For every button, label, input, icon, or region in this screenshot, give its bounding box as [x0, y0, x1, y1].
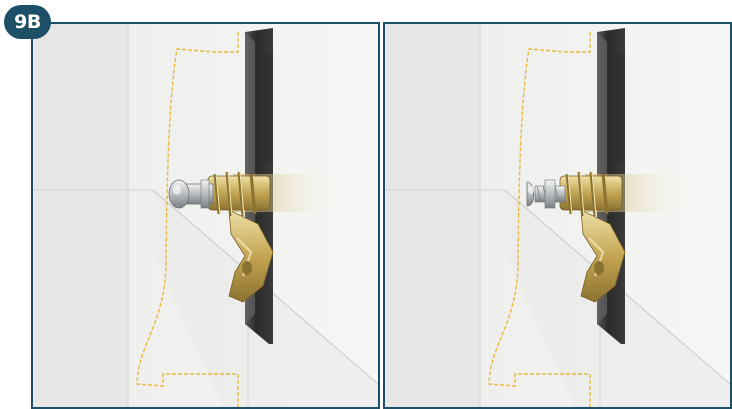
screw-flush	[168, 179, 214, 209]
step-badge: 9B	[4, 5, 51, 39]
anchor-spring	[559, 171, 695, 217]
illustration-panel-right	[383, 22, 732, 409]
bracket-clip	[228, 209, 274, 303]
dashed-outline	[488, 32, 591, 407]
bracket-clip	[580, 209, 626, 303]
anchor-spring	[207, 171, 343, 217]
wall-background	[33, 24, 378, 407]
panel-left-illustration	[33, 24, 378, 407]
illustration-panel-left	[31, 22, 380, 409]
dashed-outline	[136, 32, 239, 407]
screw-extended	[526, 179, 566, 209]
panel-right-illustration	[385, 24, 730, 407]
wall-background	[385, 24, 730, 407]
